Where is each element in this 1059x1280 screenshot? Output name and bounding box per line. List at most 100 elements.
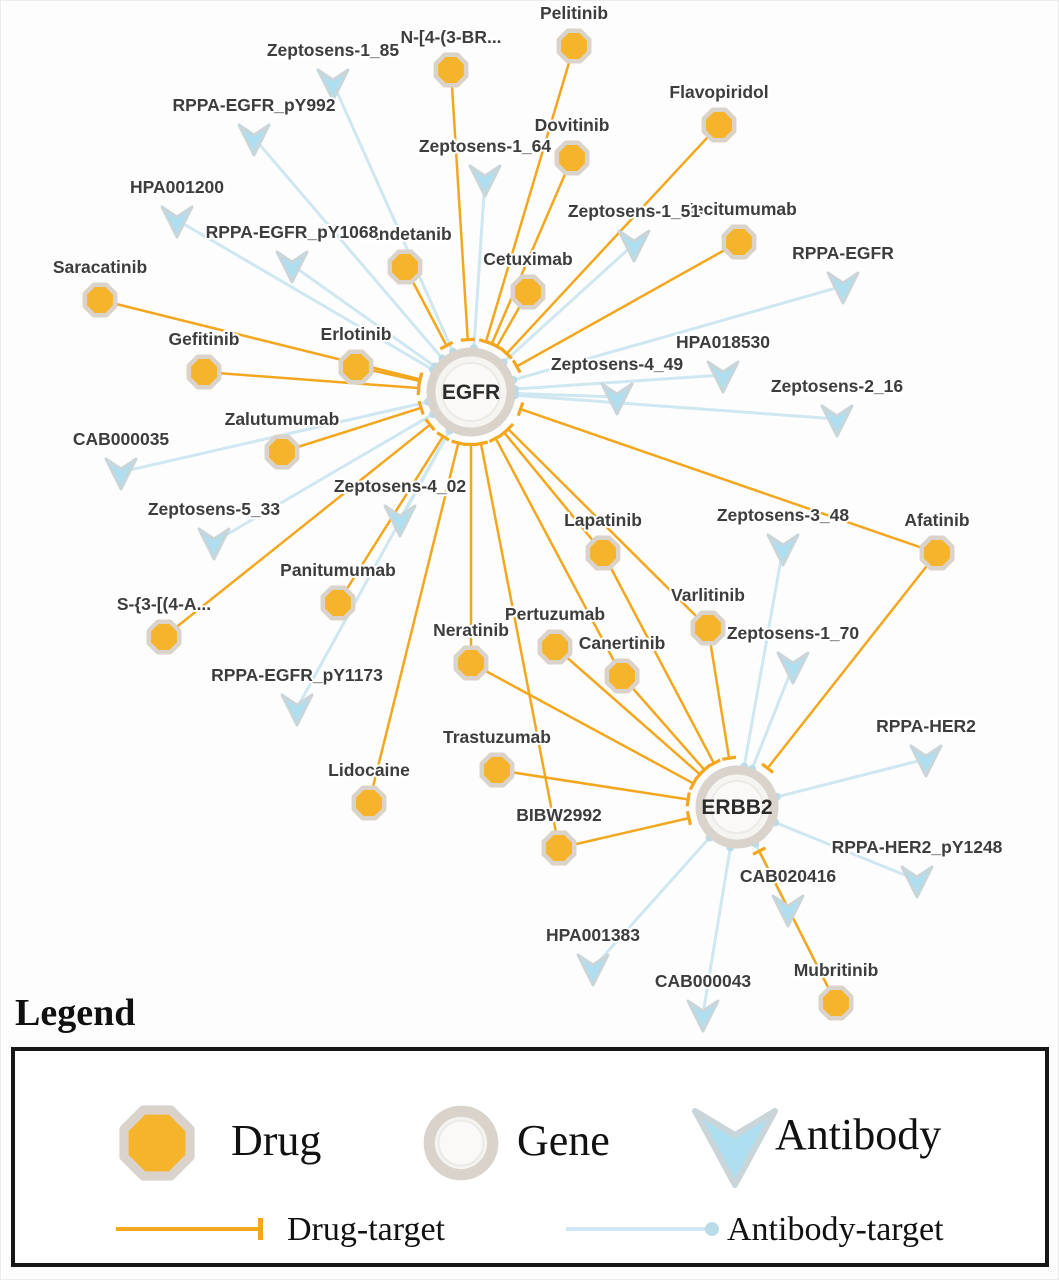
gene-label-erbb2: ERBB2 (701, 796, 772, 819)
edge-lapatinib-erbb2 (601, 552, 721, 768)
drug-node-necitumumab[interactable] (721, 224, 757, 260)
gene-node-egfr[interactable]: EGFR (426, 347, 516, 437)
antibody-node-cab000043[interactable] (686, 999, 720, 1033)
antibody-node-rppa_egfr_py1173[interactable] (280, 693, 314, 727)
antibody-label-cab000043: CAB000043 (655, 971, 752, 991)
antibody-glyph (275, 250, 309, 284)
antibody-glyph (576, 953, 610, 987)
antibody-label-zep1_85: Zeptosens-1_85 (267, 40, 400, 60)
edge-rppa_her2-erbb2 (772, 757, 927, 801)
antibody-node-rppa_her2[interactable] (909, 744, 943, 778)
edge-zalutumumab-egfr (281, 400, 425, 454)
antibody-node-cab020416[interactable] (771, 894, 805, 928)
antibody-label-cab000035: CAB000035 (73, 429, 170, 449)
antibody-node-hpa018530[interactable] (706, 360, 740, 394)
drug-glyph (433, 52, 469, 88)
drug-label-afatinib: Afatinib (904, 510, 969, 530)
edge-pelitinib-egfr (478, 45, 576, 346)
antibody-node-zep3_48[interactable] (766, 533, 800, 567)
antibody-glyph (237, 123, 271, 157)
drug-node-afatinib[interactable] (919, 535, 955, 571)
antibody-label-rppa_her2: RPPA-HER2 (876, 716, 976, 736)
antibody-label-rppa_egfr_py992: RPPA-EGFR_pY992 (172, 95, 335, 115)
gene-node-erbb2[interactable]: ERBB2 (695, 765, 779, 849)
antibody-label-zep4_49: Zeptosens-4_49 (551, 354, 684, 374)
drug-node-saracatinib[interactable] (82, 282, 118, 318)
antibody-glyph (686, 999, 720, 1033)
antibody-node-zep5_33[interactable] (197, 527, 231, 561)
legend-antibody-target-label: Antibody-target (727, 1211, 944, 1248)
antibody-node-zep4_02[interactable] (383, 504, 417, 538)
gene-label-egfr: EGFR (442, 381, 500, 404)
antibody-glyph (197, 527, 231, 561)
edge-afatinib-erbb2 (761, 552, 938, 774)
antibody-node-zep2_16[interactable] (820, 404, 854, 438)
drug-node-dovitinib[interactable] (554, 140, 590, 176)
drug-node-gefitinib[interactable] (186, 354, 222, 390)
drug-node-flavopiridol[interactable] (701, 107, 737, 143)
node-layer: EGFR ERBB2 (82, 28, 955, 1033)
edge-trastuzumab-erbb2 (496, 768, 691, 807)
edge-rppa_egfr_py1068-egfr (291, 263, 440, 371)
antibody-label-zep4_02: Zeptosens-4_02 (334, 476, 467, 496)
edge-rppa_her2_py1248-erbb2 (770, 818, 918, 882)
antibody-glyph (383, 504, 417, 538)
antibody-node-zep1_85[interactable] (316, 68, 350, 102)
drug-label-erlotinib: Erlotinib (321, 324, 392, 344)
drug-node-neratinib[interactable] (453, 645, 489, 681)
drug-glyph (556, 28, 592, 64)
antibody-glyph (468, 164, 502, 198)
drug-glyph (453, 645, 489, 681)
antibody-node-rppa_egfr[interactable] (826, 271, 860, 305)
antibody-node-rppa_her2_py1248[interactable] (900, 865, 934, 899)
drug-glyph (186, 354, 222, 390)
drug-node-pertuzumab[interactable] (537, 629, 573, 665)
antibody-label-rppa_egfr: RPPA-EGFR (792, 243, 894, 263)
antibody-glyph (160, 205, 194, 239)
drug-node-erlotinib[interactable] (338, 349, 374, 385)
antibody-glyph (617, 229, 651, 263)
edge-hpa001383-erbb2 (591, 833, 714, 969)
antibody-node-rppa_egfr_py1068[interactable] (275, 250, 309, 284)
antibody-node-cab000035[interactable] (104, 457, 138, 491)
drug-node-pelitinib[interactable] (556, 28, 592, 64)
drug-node-bibw2992[interactable] (541, 830, 577, 866)
antibody-node-hpa001383[interactable] (576, 953, 610, 987)
drug-node-vandetanib[interactable] (387, 249, 423, 285)
drug-node-n43br[interactable] (433, 52, 469, 88)
drug-label-zalutumumab: Zalutumumab (225, 409, 340, 429)
antibody-node-zep1_51[interactable] (617, 229, 651, 263)
edge-zep5_33-egfr (213, 410, 437, 544)
antibody-glyph (909, 744, 943, 778)
antibody-glyph (706, 360, 740, 394)
drug-label-necitumumab: Necitumumab (681, 199, 797, 219)
edge-necitumumab-egfr (511, 240, 740, 374)
drug-node-varlitinib[interactable] (690, 610, 726, 646)
antibody-node-rppa_egfr_py992[interactable] (237, 123, 271, 157)
drug-glyph (541, 830, 577, 866)
drug-node-lidocaine[interactable] (351, 785, 387, 821)
antibody-node-hpa001200[interactable] (160, 205, 194, 239)
edge-dovitinib-egfr (484, 157, 574, 349)
drug-node-zalutumumab[interactable] (264, 434, 300, 470)
drug-node-panitumumab[interactable] (320, 585, 356, 621)
antibody-node-zep1_70[interactable] (776, 651, 810, 685)
drug-node-trastuzumab[interactable] (479, 752, 515, 788)
antibody-node-zep4_49[interactable] (600, 382, 634, 416)
drug-node-canertinib[interactable] (604, 658, 640, 694)
drug-label-n43br: N-[4-(3-BR... (400, 27, 501, 47)
drug-glyph (479, 752, 515, 788)
drug-label-varlitinib: Varlitinib (671, 585, 745, 605)
drug-label-canertinib: Canertinib (579, 633, 666, 653)
antibody-node-zep1_64[interactable] (468, 164, 502, 198)
drug-node-s34a[interactable] (146, 619, 182, 655)
antibody-glyph (600, 382, 634, 416)
drug-node-lapatinib[interactable] (585, 535, 621, 571)
drug-node-mubritinib[interactable] (818, 985, 854, 1021)
drug-node-cetuximab[interactable] (510, 274, 546, 310)
drug-label-mubritinib: Mubritinib (794, 960, 879, 980)
drug-target-edge-icon (116, 1218, 263, 1240)
drug-glyph (721, 224, 757, 260)
edge-afatinib-egfr (516, 401, 938, 555)
drug-label-cetuximab: Cetuximab (483, 249, 572, 269)
